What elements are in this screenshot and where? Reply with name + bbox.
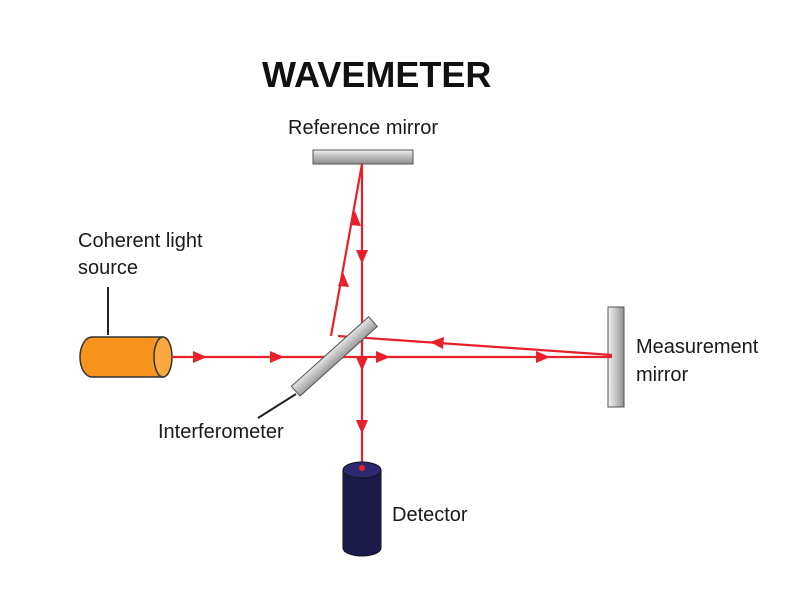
arrow-right-4 [536,351,550,363]
arrow-down-2 [356,357,368,371]
arrow-left-1 [430,337,444,349]
light-source-label-line1: Coherent light [78,230,203,252]
arrow-right-2 [270,351,284,363]
arrow-up-1 [338,272,349,287]
detector-label: Detector [392,504,468,526]
arrow-up-2 [350,211,361,226]
arrow-right-1 [193,351,207,363]
beam-splitter [290,316,379,397]
diagram-title: WAVEMETER [262,54,491,95]
laser-beams [172,163,613,464]
beam-to-reference-mirror [329,163,364,337]
detector [342,461,382,557]
reference-mirror-label: Reference mirror [288,117,438,139]
arrow-down-3 [356,420,368,434]
arrow-right-3 [376,351,390,363]
measurement-mirror-label-line2: mirror [636,364,689,386]
beam-return-from-measurement [337,334,613,357]
interferometer-label: Interferometer [158,421,284,443]
arrow-down-1 [356,250,368,264]
measurement-mirror-label-line1: Measurement [636,336,759,358]
reference-mirror [312,149,414,165]
interferometer-leader-line [257,393,297,419]
coherent-light-source [79,336,173,378]
light-source-label-line2: source [78,257,138,279]
